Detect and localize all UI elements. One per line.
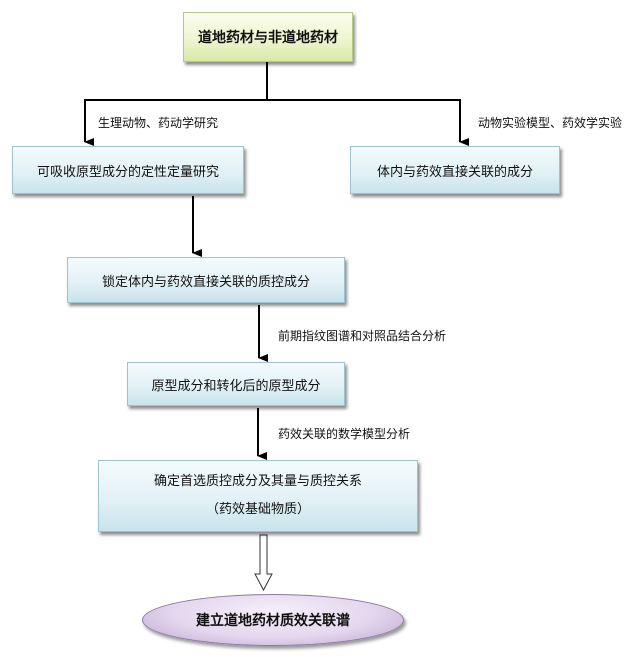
node-right-box: 体内与药效直接关联的成分 (350, 146, 560, 194)
label-math-model: 药效关联的数学模型分析 (278, 427, 411, 441)
hollow-arrow-to-final (254, 534, 273, 592)
node-top: 道地药材与非道地药材 (183, 12, 353, 62)
node-final: 建立道地药材质效关联谱 (142, 594, 404, 646)
label-right-branch: 动物实验模型、药效学实验 (478, 116, 623, 130)
node-left-box: 可吸收原型成分的定性定量研究 (12, 146, 244, 194)
label-fingerprint: 前期指纹图谱和对照品结合分析 (278, 329, 447, 343)
determine-line2: （药效基础物质） (205, 502, 310, 517)
node-lock-box: 锁定体内与药效直接关联的质控成分 (67, 257, 345, 303)
node-prototype-box: 原型成分和转化后的原型成分 (127, 362, 345, 406)
determine-line1: 确定首选质控成分及其量与质控关系 (153, 474, 362, 489)
label-left-branch: 生理动物、药动学研究 (98, 116, 219, 130)
node-determine-box: 确定首选质控成分及其量与质控关系 （药效基础物质） (98, 460, 418, 532)
